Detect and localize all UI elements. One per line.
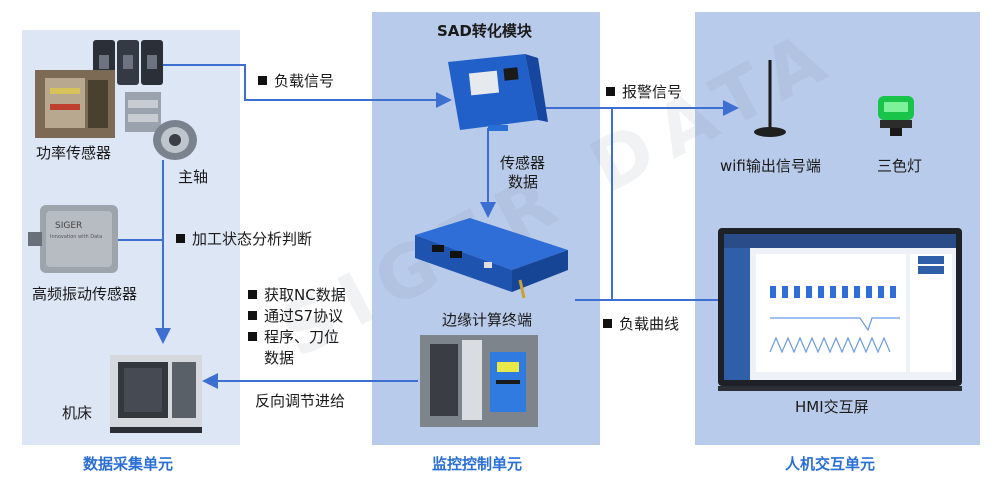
- sad-module-icon: [448, 54, 548, 131]
- bullet-square-icon: [248, 290, 257, 299]
- bullet-square-icon: [176, 234, 185, 243]
- monitor-control-unit-title: 监控控制单元: [432, 455, 523, 473]
- spindle-label: 主轴: [178, 168, 209, 186]
- vibration-sensor-brand: SIGER: [55, 221, 82, 231]
- nc-data-list: 获取NC数据 通过S7协议 程序、刀位 数据: [248, 285, 346, 369]
- hmi-screen-label: HMI交互屏: [795, 398, 869, 416]
- bullet-square-icon: [248, 311, 257, 320]
- alarm-signal-connector: [545, 107, 613, 301]
- load-curve-label: 负载曲线: [603, 315, 679, 334]
- vibration-sensor-tagline: Innovation with Data: [50, 234, 102, 240]
- sad-module-label: SAD转化模块: [437, 22, 532, 40]
- bullet-square-icon: [606, 87, 615, 96]
- alarm-signal-label: 报警信号: [606, 83, 682, 102]
- load-signal-label: 负载信号: [258, 72, 334, 91]
- process-analysis-label: 加工状态分析判断: [176, 230, 312, 249]
- machine-tool-label: 机床: [62, 404, 93, 422]
- tricolor-lamp-label: 三色灯: [877, 157, 923, 175]
- vibration-sensor-label: 高频振动传感器: [32, 285, 138, 303]
- bullet-square-icon: [603, 319, 612, 328]
- edge-terminal-install-photo: [420, 335, 538, 427]
- wifi-antenna-icon: [754, 60, 786, 137]
- wifi-output-label: wifi输出信号端: [720, 157, 821, 175]
- load-signal-connector: [150, 64, 452, 108]
- sensor-data-label: 传感器数据: [500, 154, 546, 191]
- bullet-square-icon: [248, 332, 257, 341]
- tricolor-lamp-icon: [878, 96, 914, 136]
- edge-terminal-label: 边缘计算终端: [442, 311, 533, 329]
- reverse-feed-label: 反向调节进给: [255, 392, 346, 410]
- power-sensor-label: 功率传感器: [36, 144, 112, 162]
- vibration-sensor-icon: SIGER Innovation with Data: [28, 205, 118, 273]
- spindle-icon: [125, 92, 197, 160]
- electrical-cabinet-icon: [35, 70, 115, 138]
- bullet-square-icon: [258, 76, 267, 85]
- hmi-screen-icon: [718, 228, 962, 391]
- hmi-unit-title: 人机交互单元: [785, 455, 876, 473]
- data-collection-unit-title: 数据采集单元: [83, 455, 174, 473]
- machine-tool-icon: [110, 355, 202, 433]
- edge-terminal-icon: [415, 218, 568, 299]
